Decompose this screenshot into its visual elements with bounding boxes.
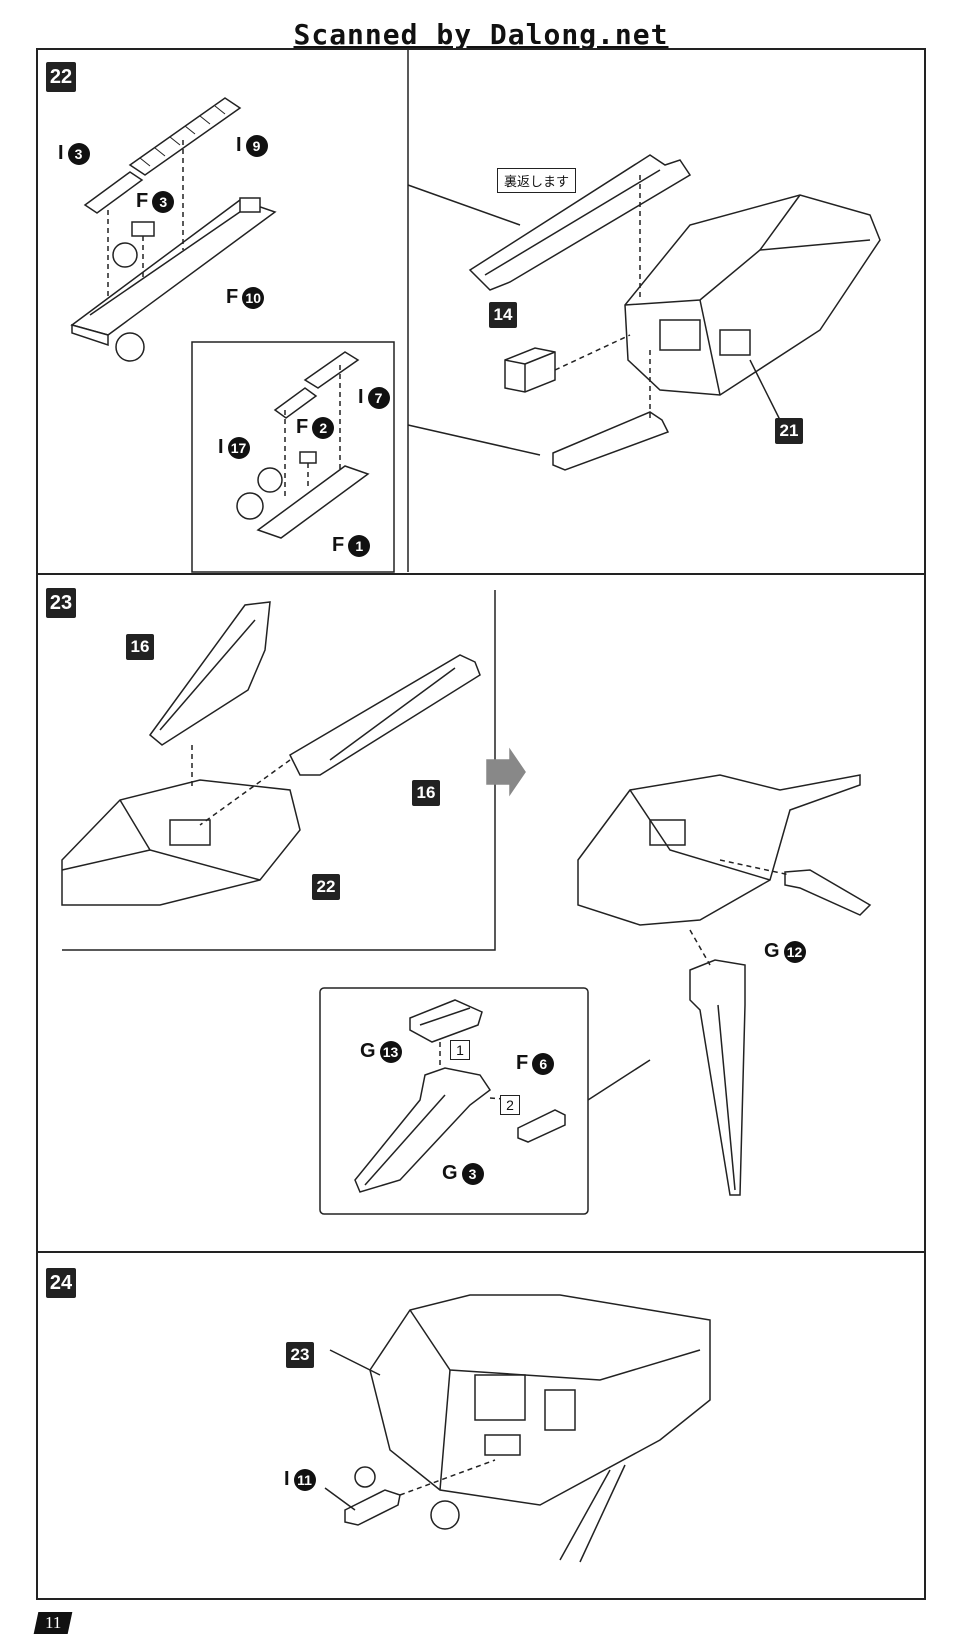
step-number-23: 23 [46,588,76,618]
step-number-22: 22 [46,62,76,92]
divider-22-23 [36,573,926,575]
assembly-tag-22: 22 [312,874,340,900]
flip-over-callout: 裏返します [497,168,577,193]
instruction-frame [36,48,926,1600]
assembly-tag-21: 21 [775,418,803,444]
assembly-tag-16-thruster: 16 [412,780,440,806]
scan-watermark: Scanned by Dalong.net [293,18,669,51]
assembly-tag-16-wing: 16 [126,634,154,660]
assembly-tag-23: 23 [286,1342,314,1368]
assembly-order-1: 1 [450,1040,470,1060]
divider-23-24 [36,1251,926,1253]
assembly-order-2: 2 [500,1095,520,1115]
page-number: 11 [33,1612,73,1634]
assembly-tag-14: 14 [489,302,517,328]
step-number-24: 24 [46,1268,76,1298]
